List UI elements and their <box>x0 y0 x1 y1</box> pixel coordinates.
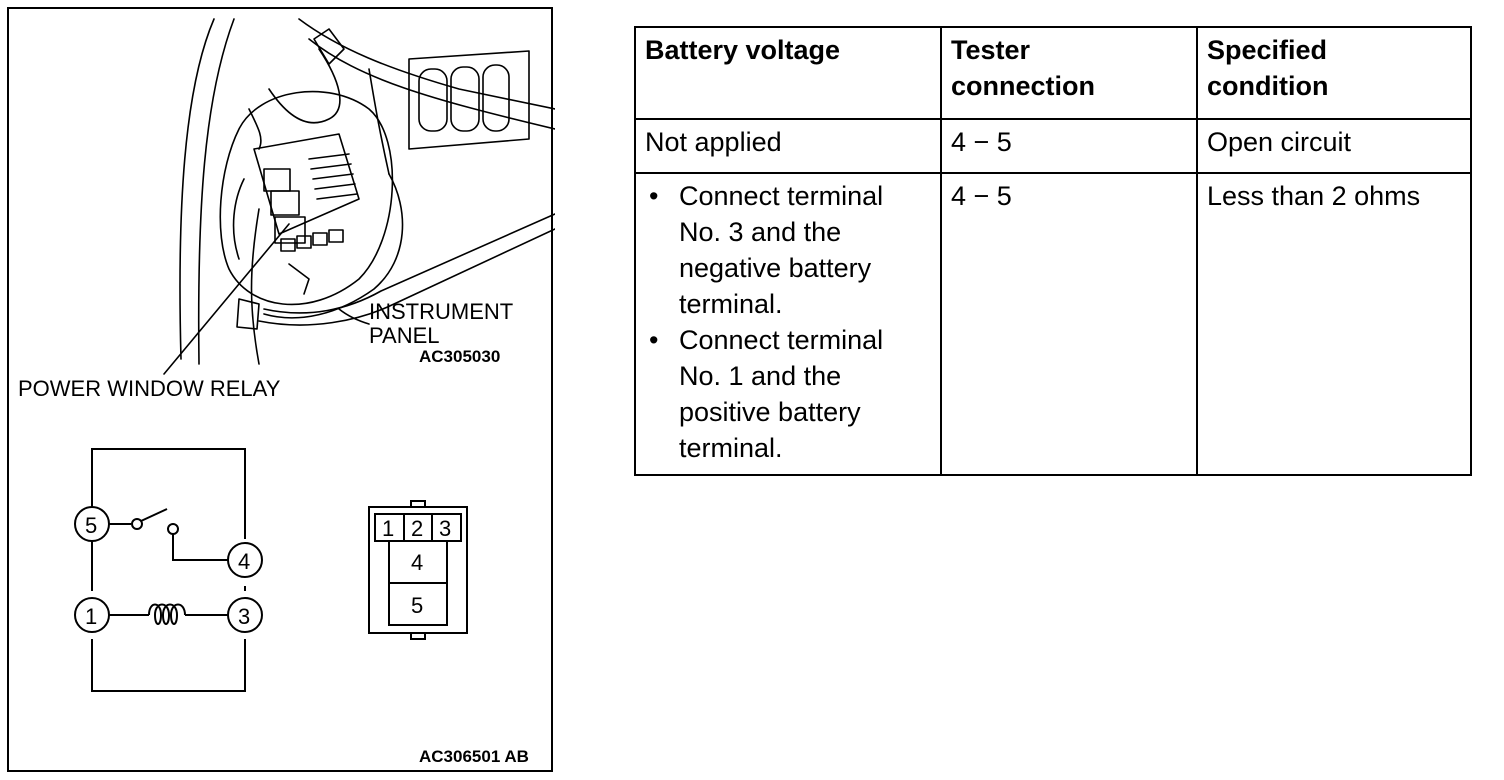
instrument-panel-callout-line1: INSTRUMENT <box>369 299 514 324</box>
table-header-row: Battery voltage Tester connection Specif… <box>634 26 1472 120</box>
step2-line3: positive battery <box>679 397 861 427</box>
header-specified-condition: Specified condition <box>1196 26 1472 120</box>
step2-line1: Connect terminal <box>679 325 884 355</box>
table-row: Not applied 4 − 5 Open circuit <box>634 118 1472 174</box>
connector-pin-5: 5 <box>411 593 424 618</box>
connector-pin-3: 3 <box>439 516 452 541</box>
table-row: Connect terminal No. 3 and the negative … <box>634 172 1472 476</box>
relay-connector-face <box>368 500 468 640</box>
battery-steps-list: Connect terminal No. 3 and the negative … <box>645 178 932 466</box>
list-item: Connect terminal No. 1 and the positive … <box>649 322 932 466</box>
step2-line2: No. 1 and the <box>679 361 842 391</box>
row2-battery-voltage: Connect terminal No. 3 and the negative … <box>634 172 942 476</box>
terminal-1-circle <box>74 597 110 633</box>
connector-pin-1: 1 <box>382 516 395 541</box>
header-tester-connection: Tester connection <box>940 26 1198 120</box>
illustration-code: AC305030 <box>419 347 501 366</box>
connector-pin-2: 2 <box>411 516 424 541</box>
step1-line2: No. 3 and the <box>679 217 842 247</box>
connector-pin-4: 4 <box>411 550 424 575</box>
row1-specified-condition: Open circuit <box>1196 118 1472 174</box>
row2-tester-connection: 4 − 5 <box>940 172 1198 476</box>
power-window-relay-callout: POWER WINDOW RELAY <box>18 376 281 401</box>
terminal-3-label: 3 <box>238 604 251 629</box>
step1-line1: Connect terminal <box>679 181 884 211</box>
header-specified-line2: condition <box>1207 71 1329 101</box>
step1-line4: terminal. <box>679 289 783 319</box>
header-tester-line1: Tester <box>951 35 1031 65</box>
relay-illustration <box>74 18 555 692</box>
relay-check-table: Battery voltage Tester connection Specif… <box>634 26 1472 476</box>
terminal-3-circle <box>227 597 263 633</box>
terminal-5-label: 5 <box>85 513 98 538</box>
figure-code: AC306501 AB <box>419 747 529 766</box>
instrument-panel-callout-line2: PANEL <box>369 323 440 348</box>
list-item: Connect terminal No. 3 and the negative … <box>649 178 932 322</box>
terminal-4-label: 4 <box>238 549 251 574</box>
header-battery-voltage: Battery voltage <box>634 26 942 120</box>
terminal-1-label: 1 <box>85 604 98 629</box>
row1-tester-connection: 4 − 5 <box>940 118 1198 174</box>
row1-battery-voltage: Not applied <box>634 118 942 174</box>
relay-circuit-diagram <box>74 448 263 692</box>
header-battery-voltage-text: Battery voltage <box>645 35 841 65</box>
header-specified-line1: Specified <box>1207 35 1328 65</box>
header-tester-line2: connection <box>951 71 1096 101</box>
terminal-5-circle <box>74 506 110 542</box>
terminal-4-circle <box>227 542 263 578</box>
figure-panel: INSTRUMENT PANEL AC305030 POWER WINDOW R… <box>7 7 555 772</box>
step2-line4: terminal. <box>679 433 783 463</box>
row2-specified-condition: Less than 2 ohms <box>1196 172 1472 476</box>
step1-line3: negative battery <box>679 253 872 283</box>
